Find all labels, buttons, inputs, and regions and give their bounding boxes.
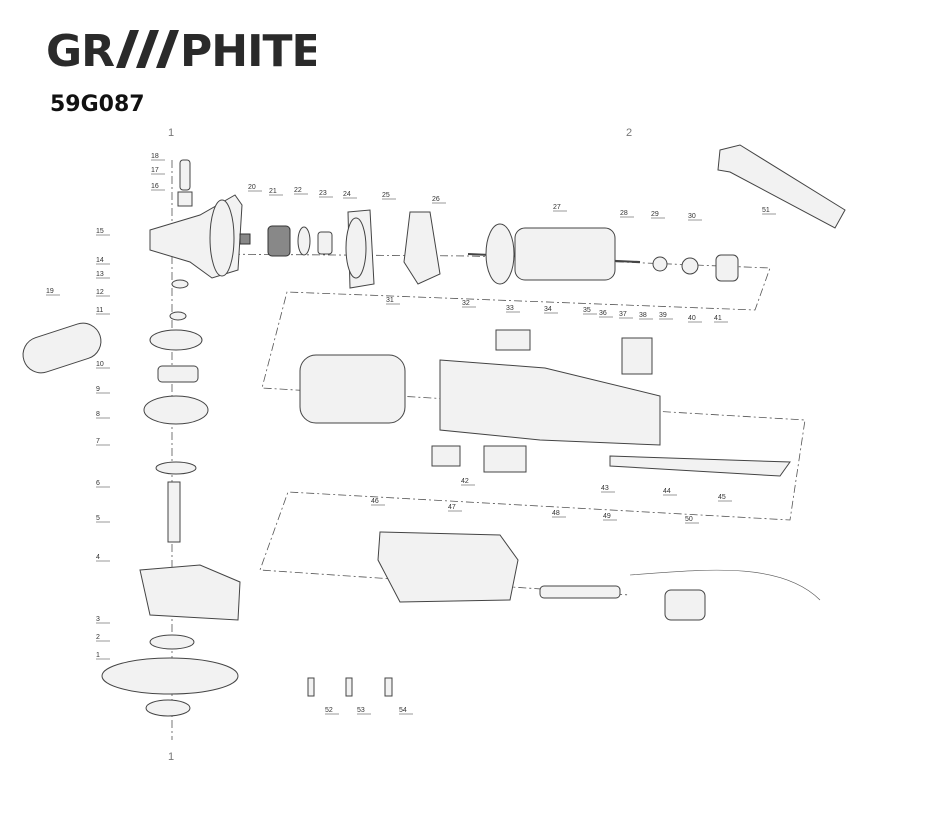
stator [299, 354, 406, 424]
part-number-label: 25 [382, 192, 390, 199]
part-number-label: 22 [294, 187, 302, 194]
svg-text:PHITE: PHITE [180, 26, 316, 74]
part-number-label: 43 [601, 485, 609, 492]
part-number-label: 50 [685, 516, 693, 523]
section-marker-1-top: 1 [168, 127, 174, 139]
part-number-label: 27 [553, 204, 561, 211]
part-number-label: 5 [96, 515, 100, 522]
part-number-label: 21 [269, 188, 277, 195]
part-number-label: 36 [599, 310, 607, 317]
model-number: 59G087 [50, 92, 145, 117]
section-marker-2: 2 [626, 127, 632, 139]
part-number-label: 31 [386, 297, 394, 304]
part-number-label: 35 [583, 307, 591, 314]
part-number-label: 38 [639, 312, 647, 319]
part-number-label: 13 [96, 271, 104, 278]
cable-and-plug [539, 569, 821, 621]
part-number-label: 29 [651, 211, 659, 218]
part-number-label: 6 [96, 480, 100, 487]
side-handle [22, 322, 102, 374]
part-number-label: 11 [96, 307, 103, 314]
part-number-label: 4 [96, 554, 100, 561]
wrench [717, 144, 846, 229]
part-number-label: 53 [357, 707, 365, 714]
assembly-guide-lines [199, 253, 806, 596]
part-number-label: 48 [552, 510, 560, 517]
spindle-stack [101, 279, 241, 717]
part-number-label: 47 [448, 504, 456, 511]
part-number-label: 28 [620, 210, 628, 217]
part-number-label: 1 [96, 652, 100, 659]
part-number-label: 51 [762, 207, 770, 214]
part-number-label: 33 [506, 305, 514, 312]
part-number-label: 19 [46, 288, 54, 295]
part-number-label: 41 [714, 315, 722, 322]
part-number-label: 10 [96, 361, 104, 368]
part-number-label: 3 [96, 616, 100, 623]
part-number-label: 40 [688, 315, 696, 322]
part-number-label: 37 [619, 311, 627, 318]
part-number-label: 16 [151, 183, 159, 190]
part-number-label: 8 [96, 411, 100, 418]
part-number-label: 32 [462, 300, 470, 307]
part-number-label: 49 [603, 513, 611, 520]
part-number-label: 7 [96, 438, 100, 445]
part-number-label: 34 [544, 306, 552, 313]
brush-holder-clip [384, 677, 393, 697]
part-number-label: 15 [96, 228, 104, 235]
part-number-label: 9 [96, 386, 100, 393]
part-number-label: 30 [688, 213, 696, 220]
motor-housing [431, 329, 661, 473]
part-number-label: 45 [718, 494, 726, 501]
part-number-label: 14 [96, 257, 104, 264]
rear-cover [377, 531, 519, 603]
svg-text:GR: GR [46, 26, 114, 74]
armature-rotor [467, 223, 739, 285]
part-number-label: 39 [659, 312, 667, 319]
part-number-label: 26 [432, 196, 440, 203]
gear-housing-group [149, 159, 441, 289]
part-number-label: 54 [399, 707, 407, 714]
part-number-label: 46 [371, 498, 379, 505]
carbon-brush [307, 677, 315, 697]
switch-rod [609, 455, 791, 477]
brush-spring [345, 677, 353, 697]
part-number-label: 23 [319, 190, 327, 197]
part-number-label: 52 [325, 707, 333, 714]
part-number-label: 24 [343, 191, 351, 198]
part-number-label: 12 [96, 289, 104, 296]
part-number-label: 44 [663, 488, 671, 495]
section-marker-1-bottom: 1 [168, 751, 174, 763]
part-number-label: 18 [151, 153, 159, 160]
part-number-label: 17 [151, 167, 159, 174]
part-number-label: 42 [461, 478, 469, 485]
part-number-label: 2 [96, 634, 100, 641]
part-number-label: 20 [248, 184, 256, 191]
graphite-logo: GR PHITE [46, 26, 316, 74]
